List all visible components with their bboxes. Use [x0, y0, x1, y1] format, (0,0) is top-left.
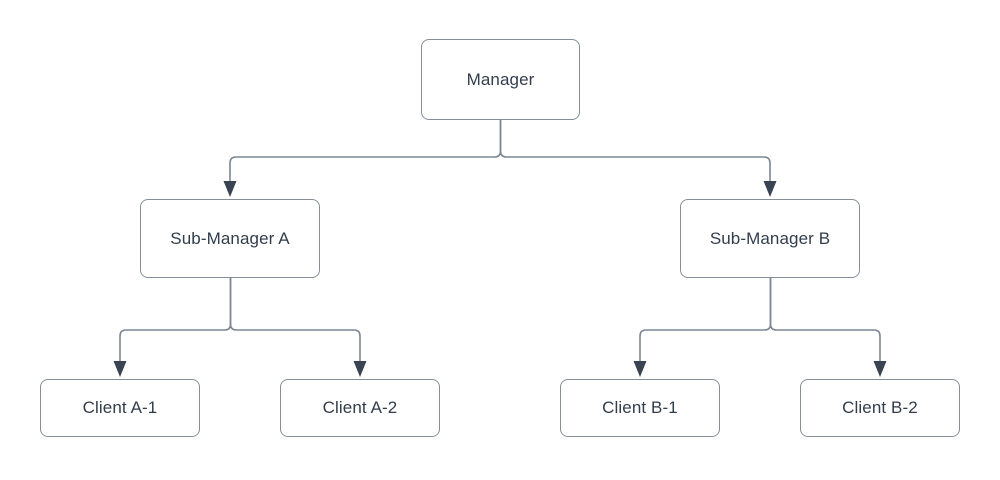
node-client-a-2[interactable]: Client A-2	[280, 379, 440, 437]
node-client-a-2-label: Client A-2	[322, 398, 398, 417]
node-sub-manager-b-label: Sub-Manager B	[709, 228, 831, 248]
node-manager-label: Manager	[466, 69, 535, 89]
arrow-head-sub-manager-b	[763, 181, 777, 197]
arrow-head-client-a-1	[113, 361, 127, 377]
node-client-b-2[interactable]: Client B-2	[800, 379, 960, 437]
edge-sub-manager-b-to-client-b-1	[639, 278, 772, 362]
arrow-head-client-b-2	[873, 361, 887, 377]
edge-sub-manager-b-to-client-b-2	[769, 278, 881, 362]
node-client-b-2-label: Client B-2	[842, 398, 918, 417]
arrow-head-client-b-1	[633, 361, 647, 377]
node-client-b-1[interactable]: Client B-1	[560, 379, 720, 437]
node-sub-manager-a[interactable]: Sub-Manager A	[140, 199, 320, 278]
arrow-head-sub-manager-a	[223, 181, 237, 197]
edge-manager-to-sub-manager-b	[499, 120, 771, 182]
node-manager[interactable]: Manager	[421, 39, 580, 120]
node-client-b-1-label: Client B-1	[602, 398, 678, 417]
edge-manager-to-sub-manager-a	[229, 120, 502, 182]
node-client-a-1-label: Client A-1	[82, 398, 158, 417]
edge-sub-manager-a-to-client-a-1	[119, 278, 232, 362]
arrow-head-client-a-2	[353, 361, 367, 377]
edge-sub-manager-a-to-client-a-2	[229, 278, 361, 362]
node-client-a-1[interactable]: Client A-1	[40, 379, 200, 437]
node-sub-manager-a-label: Sub-Manager A	[170, 228, 290, 248]
node-sub-manager-b[interactable]: Sub-Manager B	[680, 199, 860, 278]
